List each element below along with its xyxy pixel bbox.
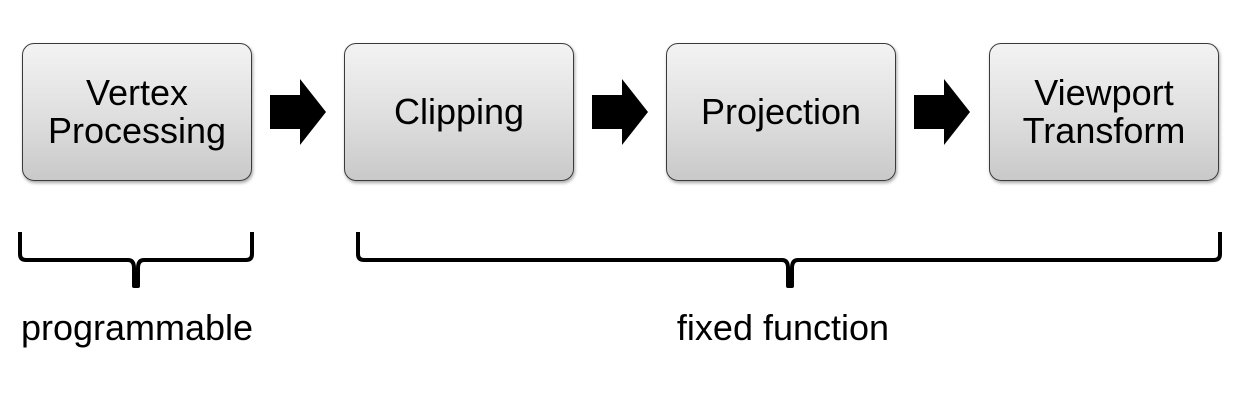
stage-label: Vertex Processing (47, 72, 227, 151)
stage-label: Viewport Transform (1022, 72, 1186, 151)
right-arrow-icon (592, 79, 648, 145)
programmable-brace (18, 232, 254, 288)
stage-clipping: Clipping (344, 43, 574, 181)
stage-projection: Projection (666, 43, 896, 181)
programmable-label: programmable (20, 307, 254, 348)
stage-vertex-processing: Vertex Processing (22, 43, 252, 181)
stage-label: Projection (700, 91, 862, 132)
stage-label: Clipping (393, 91, 525, 132)
stage-viewport-transform: Viewport Transform (989, 43, 1219, 181)
right-arrow-icon (270, 79, 326, 145)
fixed-function-label: fixed function (676, 307, 890, 348)
right-arrow-icon (914, 79, 970, 145)
fixed-function-brace (356, 232, 1222, 288)
